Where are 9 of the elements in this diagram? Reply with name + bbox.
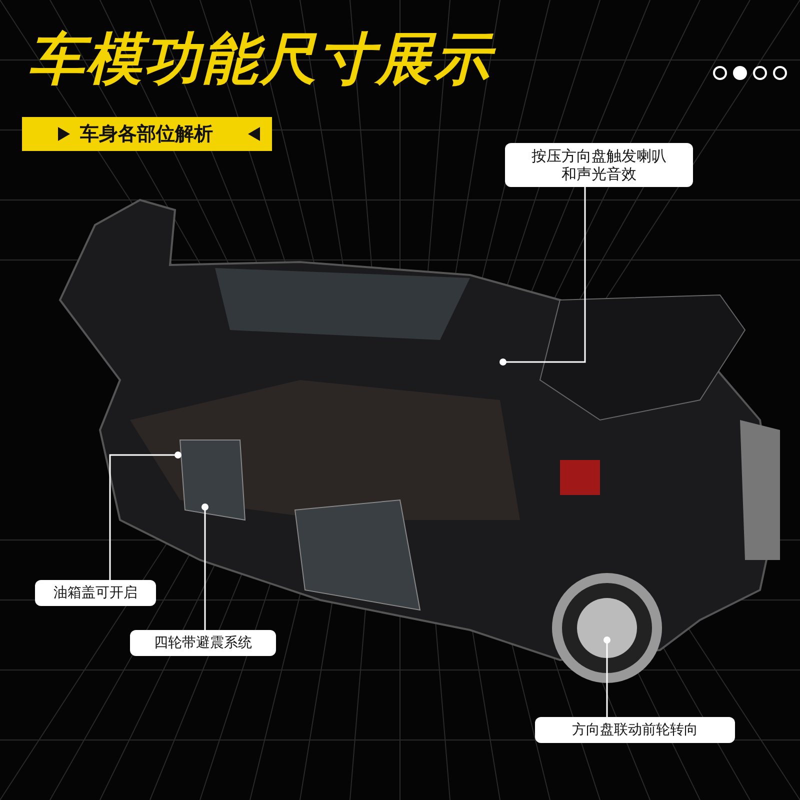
leader-line	[109, 452, 182, 580]
callout-label: 方向盘联动前轮转向	[535, 717, 735, 743]
leader-line	[604, 636, 610, 717]
section-subtitle: 车身各部位解析	[80, 122, 213, 146]
leader-line	[202, 504, 208, 630]
callout-label: 油箱盖可开启	[35, 580, 156, 606]
callout-label: 四轮带避震系统	[130, 630, 276, 656]
leader-line	[500, 187, 586, 366]
callout-label: 按压方向盘触发喇叭和声光音效	[505, 143, 693, 187]
